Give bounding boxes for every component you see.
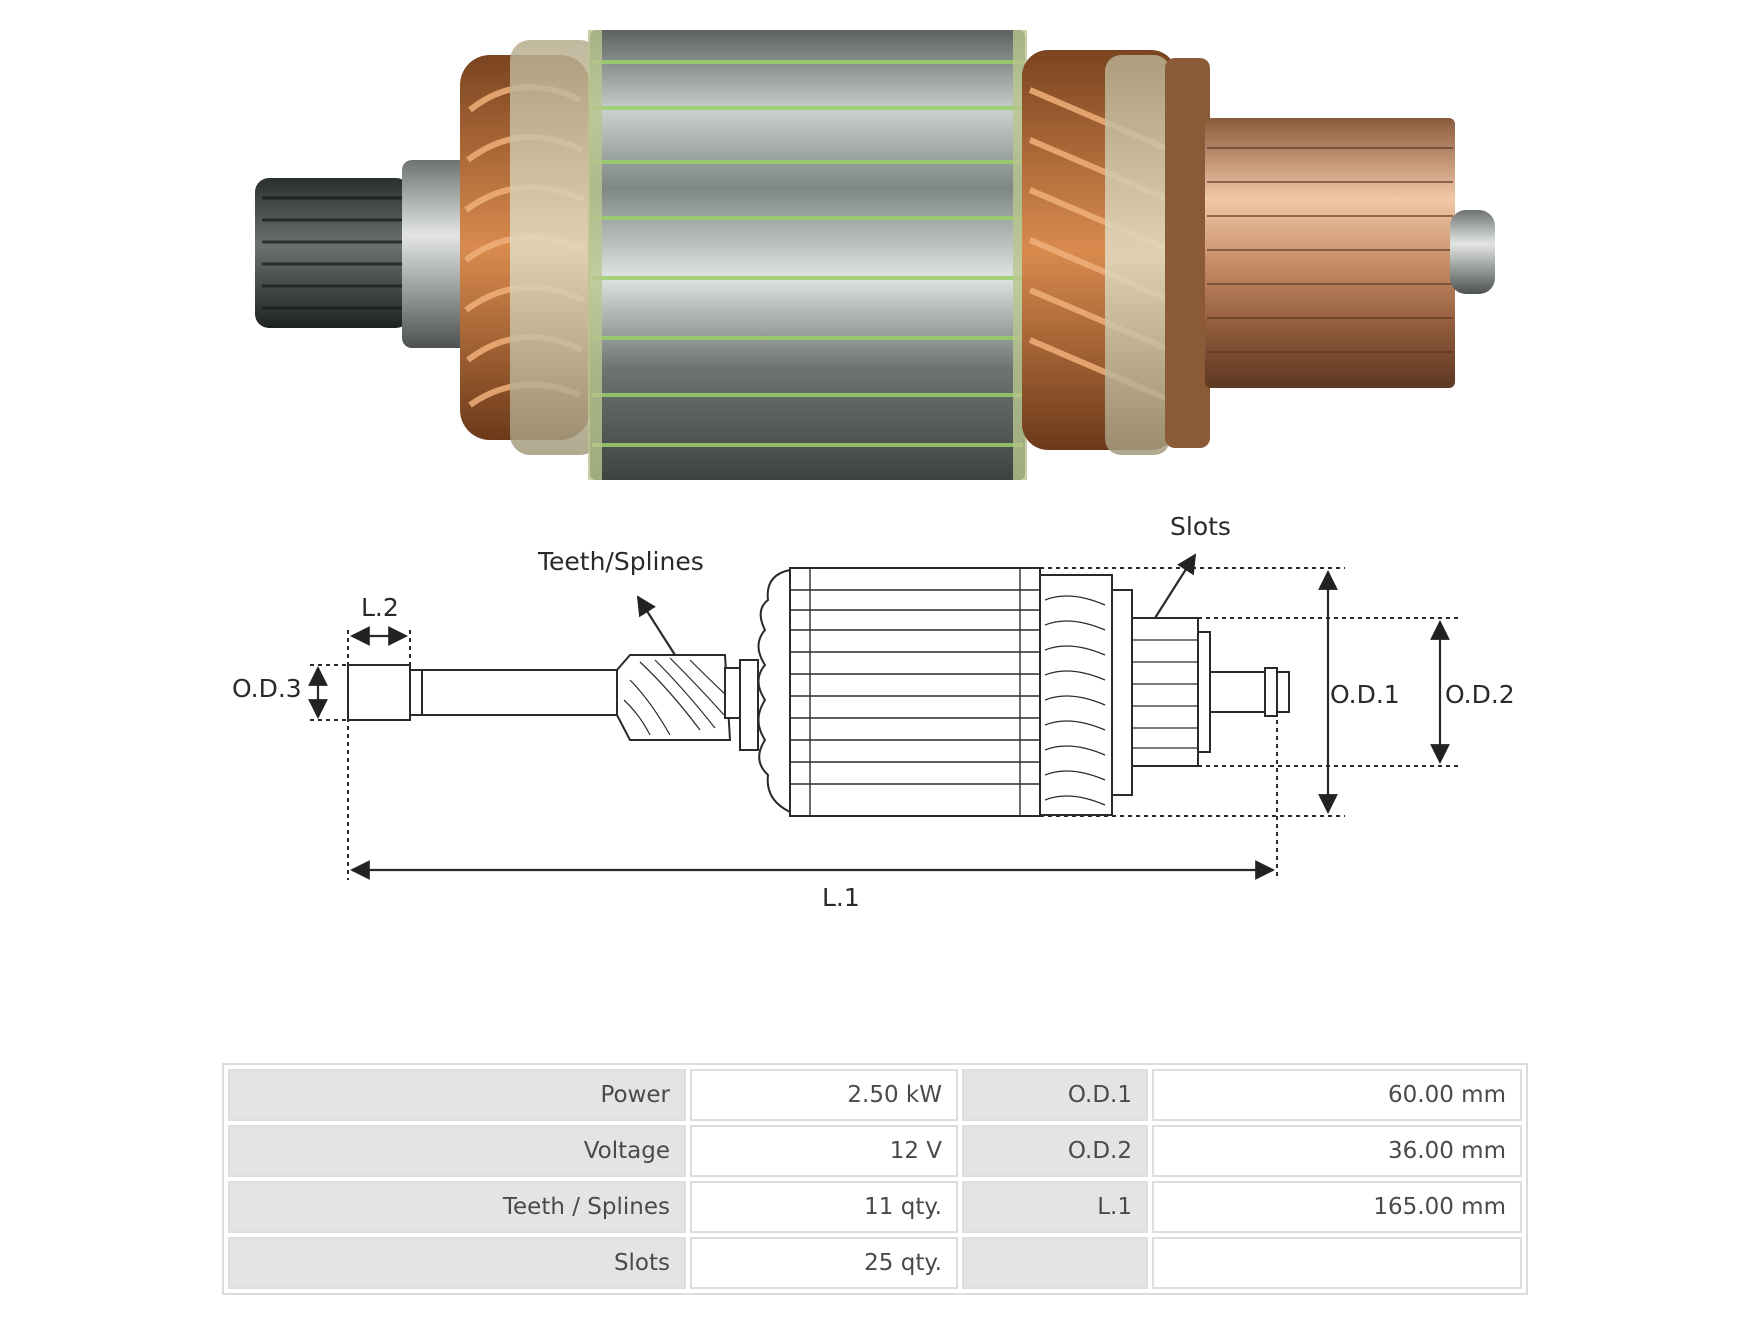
pinion-gear	[255, 178, 410, 328]
table-row: Power 2.50 kW O.D.1 60.00 mm	[228, 1069, 1522, 1121]
spec-label: Power	[228, 1069, 686, 1121]
spec-label: L.1	[962, 1181, 1148, 1233]
drawing-shaft	[421, 669, 618, 716]
drawing-core	[789, 567, 1041, 817]
spec-value: 36.00 mm	[1152, 1125, 1522, 1177]
spec-value	[1152, 1237, 1522, 1289]
spec-value: 60.00 mm	[1152, 1069, 1522, 1121]
right-windings	[1022, 50, 1177, 455]
spec-value: 2.50 kW	[690, 1069, 958, 1121]
drawing-commutator	[1131, 617, 1199, 767]
label-od1: O.D.1	[1330, 680, 1400, 709]
label-od3: O.D.3	[232, 674, 302, 703]
drawing-left-windings	[757, 568, 791, 814]
spec-value: 12 V	[690, 1125, 958, 1177]
end-shaft	[1450, 210, 1495, 294]
spec-label: O.D.1	[962, 1069, 1148, 1121]
laminated-core	[588, 30, 1027, 480]
label-teeth-splines: Teeth/Splines	[537, 547, 704, 576]
slots-pointer	[1154, 553, 1197, 619]
table-row: Voltage 12 V O.D.2 36.00 mm	[228, 1125, 1522, 1177]
armature-photo	[255, 30, 1495, 480]
drawing-right-windings	[1039, 574, 1113, 816]
spec-label: Voltage	[228, 1125, 686, 1177]
shaft-collar	[402, 160, 472, 348]
commutator	[1165, 58, 1455, 448]
spec-table: Power 2.50 kW O.D.1 60.00 mm Voltage 12 …	[222, 1063, 1528, 1295]
label-slots: Slots	[1170, 512, 1231, 541]
spec-value: 25 qty.	[690, 1237, 958, 1289]
spec-value: 11 qty.	[690, 1181, 958, 1233]
teeth-splines-pointer	[636, 595, 676, 656]
table-row: Teeth / Splines 11 qty. L.1 165.00 mm	[228, 1181, 1522, 1233]
label-l1: L.1	[822, 883, 860, 912]
spec-label: Slots	[228, 1237, 686, 1289]
table-row: Slots 25 qty.	[228, 1237, 1522, 1289]
label-l2: L.2	[361, 593, 399, 622]
shaft-end	[347, 664, 411, 721]
spec-label: O.D.2	[962, 1125, 1148, 1177]
spec-label	[962, 1237, 1148, 1289]
label-od2: O.D.2	[1445, 680, 1515, 709]
dimension-drawing: O.D.3 L.2 Teeth/Splines Slots O.D.1 O.D.…	[232, 512, 1515, 912]
left-windings	[460, 40, 600, 455]
spec-label: Teeth / Splines	[228, 1181, 686, 1233]
spec-value: 165.00 mm	[1152, 1181, 1522, 1233]
